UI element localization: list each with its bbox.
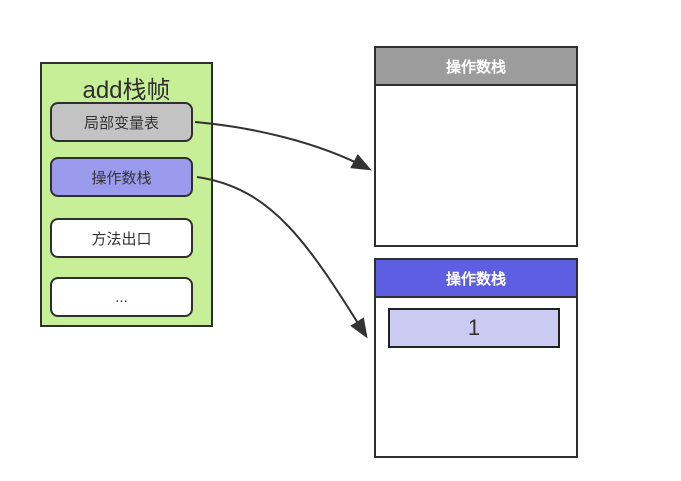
ellipsis-label: ... bbox=[115, 288, 128, 306]
stack-value-cell: 1 bbox=[388, 308, 560, 348]
local-variable-table-box: 局部变量表 bbox=[50, 102, 193, 142]
add-stack-frame-panel: add栈帧 局部变量表 操作数栈 方法出口 ... bbox=[40, 62, 213, 327]
local-variable-table-label: 局部变量表 bbox=[83, 114, 159, 132]
arrow-local-variable-table-to-empty-stack bbox=[194, 121, 372, 171]
method-exit-box: 方法出口 bbox=[50, 218, 193, 258]
arrow-operand-stack-to-stack-with-1 bbox=[196, 176, 368, 339]
ellipsis-box: ... bbox=[50, 277, 193, 317]
operand-stack-box: 操作数栈 bbox=[50, 157, 193, 197]
method-exit-label: 方法出口 bbox=[91, 230, 152, 248]
frame-panel-title: add栈帧 bbox=[82, 77, 171, 104]
operand-stack-empty-title: 操作数栈 bbox=[445, 58, 506, 76]
operand-stack-with-value-box: 操作数栈 1 bbox=[374, 258, 578, 458]
operand-stack-with-value-header: 操作数栈 bbox=[376, 260, 576, 298]
operand-stack-empty-box: 操作数栈 bbox=[374, 46, 578, 247]
operand-stack-label: 操作数栈 bbox=[91, 169, 152, 187]
operand-stack-with-value-title: 操作数栈 bbox=[445, 270, 506, 288]
stack-value: 1 bbox=[467, 315, 481, 340]
operand-stack-empty-header: 操作数栈 bbox=[376, 48, 576, 86]
